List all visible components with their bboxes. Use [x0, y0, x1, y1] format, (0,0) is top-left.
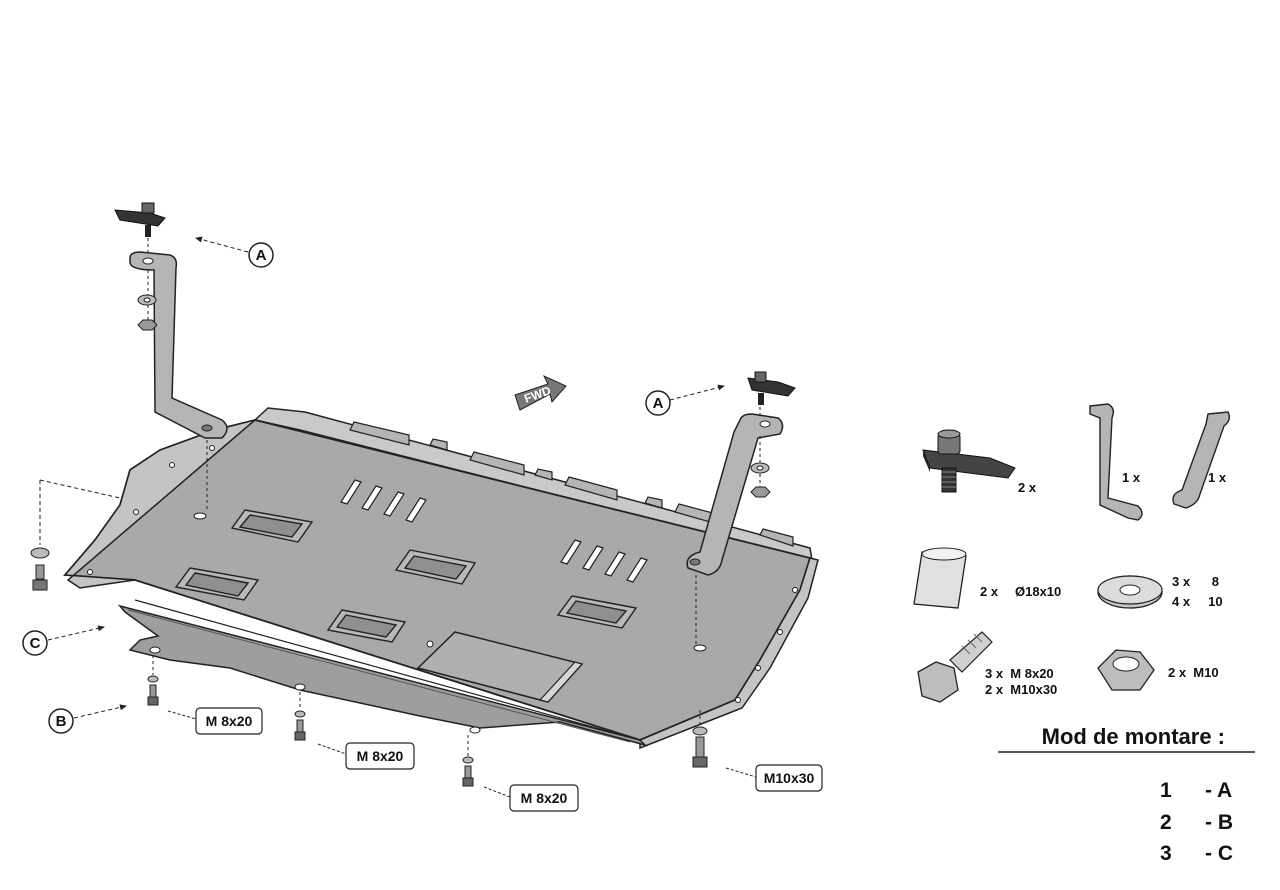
- bolt-tag-3: M 8x20: [483, 784, 579, 812]
- part-bracket-right: 1 x: [1172, 411, 1231, 509]
- part-spacer: 2 x Ø18x10: [913, 547, 1061, 609]
- mounting-row-3-num: 3: [1160, 842, 1172, 865]
- bottom-bolt-4: [692, 710, 708, 768]
- mounting-row-2-num: 2: [1160, 811, 1172, 834]
- right-washer-nut: [750, 462, 771, 498]
- clamp-qty: 2 x: [1018, 480, 1037, 495]
- callout-b-label: B: [56, 713, 67, 730]
- plate-embossed-panels: [174, 509, 638, 643]
- callout-a-right: A: [645, 384, 725, 416]
- mounting-row-3-letter: - C: [1205, 842, 1233, 865]
- part-washer: 3 x 8 4 x 10: [1097, 574, 1223, 609]
- left-washer-nut: [137, 294, 158, 331]
- skid-plate-assembly: [63, 407, 819, 750]
- mounting-title: Mod de montare :: [1042, 724, 1225, 749]
- callout-a-right-label: A: [653, 395, 664, 412]
- part-clamp: 2 x: [922, 429, 1037, 495]
- callout-c-label: C: [30, 635, 41, 652]
- bracket-right-qty: 1 x: [1208, 470, 1227, 485]
- mounting-row-1-num: 1: [1160, 779, 1172, 802]
- spacer-qty: 2 x: [980, 584, 999, 599]
- plate-front-skirt: [117, 604, 648, 747]
- callout-a-left: A: [195, 236, 274, 268]
- callout-a-left-label: A: [256, 247, 267, 264]
- bolt-tag-3-label: M 8x20: [521, 790, 568, 806]
- mounting-row-1-letter: - A: [1205, 779, 1232, 802]
- right-bracket-assembly: [686, 371, 796, 645]
- spacer-size: Ø18x10: [1015, 584, 1061, 599]
- plate-left-side: [63, 419, 256, 589]
- bolt-tag-2-label: M 8x20: [357, 748, 404, 764]
- nut-label: 2 x M10: [1168, 665, 1219, 680]
- callout-c: C: [22, 625, 105, 656]
- bottom-bolt-1: [147, 655, 159, 706]
- mounting-row-2-letter: - B: [1205, 811, 1233, 834]
- bolt-line-1: 3 x M 8x20: [985, 666, 1054, 681]
- plate-mounting-holes: [87, 445, 798, 734]
- mounting-legend: Mod de montare : 1 - A 2 - B 3 - C: [998, 724, 1255, 865]
- side-bolt-c: [30, 479, 121, 591]
- part-bolt: 3 x M 8x20 2 x M10x30: [917, 631, 1057, 703]
- plate-rear-flange: [253, 407, 813, 562]
- bolt-line-2: 2 x M10x30: [985, 682, 1057, 697]
- bolt-tag-4-label: M10x30: [764, 770, 815, 786]
- part-nut: 2 x M10: [1097, 649, 1219, 691]
- right-clamp-bolt: [747, 371, 796, 405]
- plate-access-panel: [416, 631, 584, 703]
- bottom-bolt-2: [294, 692, 306, 741]
- right-bracket: [686, 413, 784, 576]
- bottom-bolt-3: [462, 735, 474, 787]
- left-clamp-bolt: [114, 202, 166, 237]
- bolt-tag-1-label: M 8x20: [206, 713, 253, 729]
- fwd-direction-arrow: FWD: [514, 374, 567, 411]
- bracket-left-qty: 1 x: [1122, 470, 1141, 485]
- parts-list: 2 x 1 x 1 x 2 x Ø18x10 3 x 8 4 x 10: [913, 403, 1231, 703]
- washer-line-1: 3 x 8: [1172, 574, 1219, 589]
- plate-vent-slots: [340, 479, 648, 583]
- left-bracket-assembly: [114, 202, 228, 512]
- left-bracket: [129, 251, 228, 439]
- plate-right-side: [639, 557, 819, 750]
- fwd-label: FWD: [522, 383, 553, 406]
- callout-b: B: [48, 704, 127, 734]
- part-bracket-left: 1 x: [1089, 403, 1143, 521]
- bolt-tag-4: M10x30: [725, 764, 823, 792]
- bolt-tag-1: M 8x20: [167, 707, 263, 735]
- bolt-tag-2: M 8x20: [317, 742, 415, 770]
- washer-line-2: 4 x 10: [1172, 594, 1223, 609]
